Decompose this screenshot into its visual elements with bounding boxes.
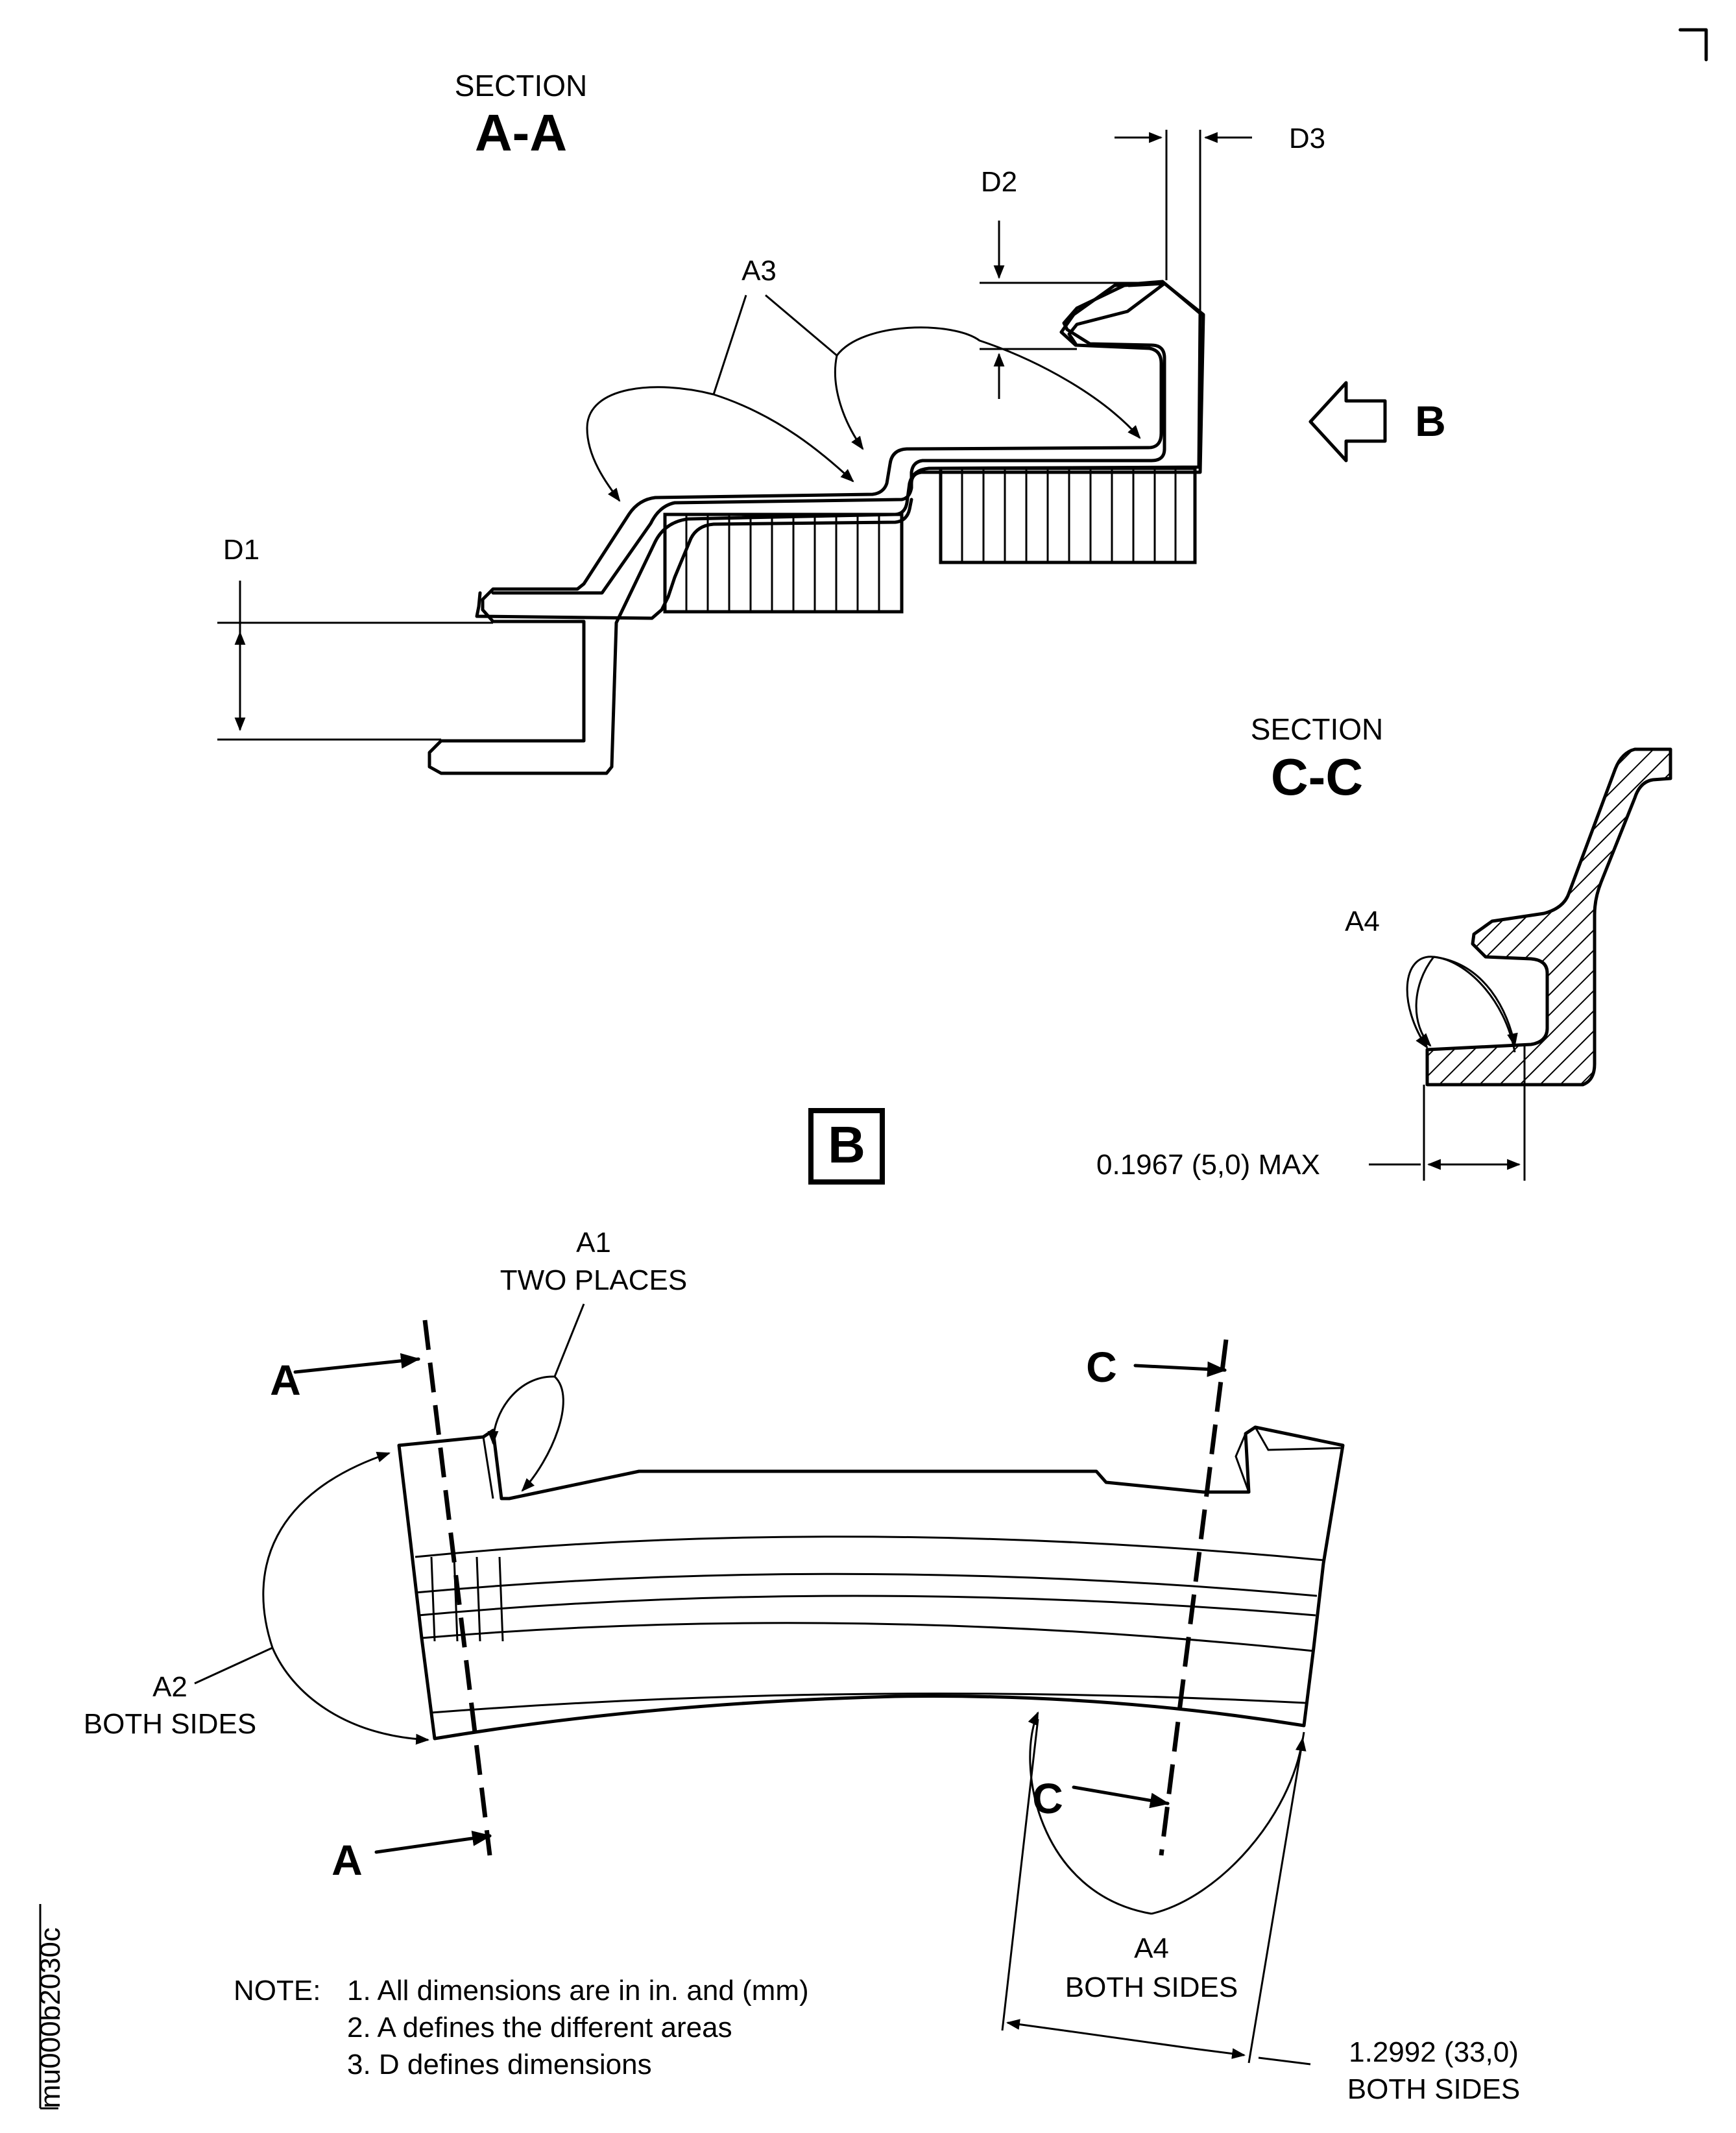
notes-block: NOTE: 1. All dimensions are in in. and (… (234, 1975, 809, 2080)
view-b-arrow-label: B (1415, 397, 1446, 445)
a4-note: BOTH SIDES (1065, 1971, 1238, 2003)
notes-heading: NOTE: (234, 1975, 320, 2006)
area-a3: A3 (586, 255, 1141, 502)
cut-a-bottom-label: A (332, 1836, 363, 1884)
section-cc-hatched-profile (1425, 747, 1672, 1087)
cut-line-a[interactable] (422, 1320, 492, 1856)
d2-label: D2 (981, 166, 1017, 198)
section-cc: SECTION C-C 0.1967 (5,0) MAX A4 (1096, 712, 1672, 1181)
a4-section-label: A4 (1345, 906, 1380, 937)
length-dimension: 1.2992 (33,0) BOTH SIDES (1001, 1718, 1521, 2105)
aa-fins-right (939, 466, 1197, 564)
length-note: BOTH SIDES (1347, 2073, 1521, 2105)
section-aa-profile-outer (475, 282, 1205, 620)
view-b-part-outline (397, 1425, 1345, 1741)
view-b-box-label: B (828, 1116, 865, 1174)
cut-a-top-label: A (270, 1356, 301, 1404)
note-2: 2. A defines the different areas (347, 2012, 732, 2043)
section-aa-id: A-A (475, 104, 567, 162)
drawing-id-text: mu000b2030c (34, 1927, 66, 2108)
cut-line-c[interactable] (1159, 1339, 1229, 1856)
d1-label: D1 (223, 534, 259, 566)
cut-c-top-label: C (1086, 1343, 1117, 1391)
section-cc-id: C-C (1271, 748, 1363, 806)
area-a2: A2 BOTH SIDES (84, 1452, 430, 1745)
area-a4-section: A4 (1345, 906, 1518, 1053)
area-a4: A4 BOTH SIDES (1028, 1711, 1307, 2003)
view-b-box (808, 1108, 885, 1185)
section-cc-word: SECTION (1251, 712, 1383, 746)
aa-fins-left (663, 512, 904, 614)
view-b-arrow: B (1308, 381, 1446, 463)
corner-mark (1678, 28, 1708, 62)
section-aa-word: SECTION (455, 69, 587, 102)
d3-label: D3 (1289, 123, 1325, 154)
a4-label: A4 (1134, 1933, 1169, 1964)
dimension-d1: D1 (217, 534, 493, 741)
drawing-id: mu000b2030c (34, 1904, 66, 2110)
dimension-d2: D2 (980, 166, 1161, 399)
section-aa: SECTION A-A (217, 69, 1446, 775)
note-3: 3. D defines dimensions (347, 2049, 652, 2080)
section-aa-profile (491, 280, 1166, 595)
max-width-label: 0.1967 (5,0) MAX (1096, 1149, 1320, 1181)
area-a1: A1 TWO PLACES (487, 1227, 688, 1492)
dimension-d3: D3 (1115, 123, 1325, 311)
note-1: 1. All dimensions are in in. and (mm) (347, 1975, 809, 2006)
aa-outline-main (428, 280, 1202, 775)
a2-note: BOTH SIDES (84, 1708, 257, 1740)
length-label: 1.2992 (33,0) (1349, 2036, 1519, 2068)
a1-note: TWO PLACES (500, 1264, 688, 1296)
a2-label: A2 (152, 1671, 187, 1703)
cut-c-bottom-label: C (1032, 1774, 1063, 1822)
a1-label: A1 (576, 1227, 611, 1259)
a3-label: A3 (741, 255, 777, 287)
view-b: B A A C C A1 TWO PLACES (84, 1108, 1521, 2105)
